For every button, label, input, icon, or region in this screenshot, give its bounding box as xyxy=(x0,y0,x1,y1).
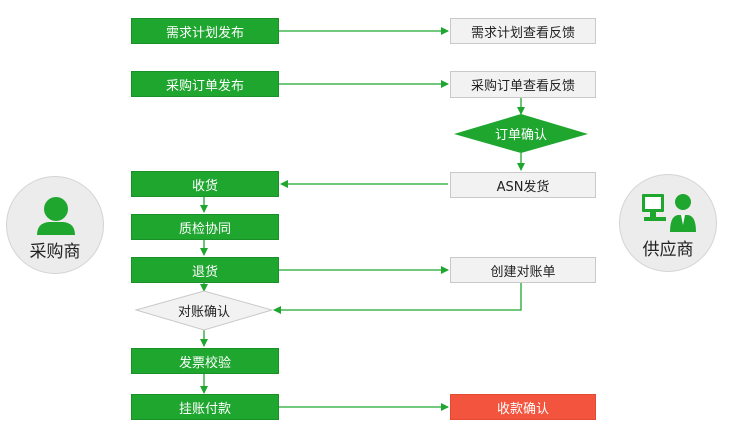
create-statement-node[interactable]: 创建对账单 xyxy=(450,257,596,283)
order-confirm-node[interactable]: 订单确认 xyxy=(454,114,588,153)
reconcile-confirm-label: 对账确认 xyxy=(177,305,230,320)
po-feedback-node[interactable]: 采购订单查看反馈 xyxy=(450,71,596,98)
reconcile-confirm-diamond xyxy=(134,290,274,331)
payment-confirm-label: 收款确认 xyxy=(496,401,549,417)
supplier-computer-icon xyxy=(642,194,696,232)
invoice-check-label: 发票校验 xyxy=(178,355,231,371)
order-confirm-diamond xyxy=(454,114,588,153)
po-feedback-label: 采购订单查看反馈 xyxy=(470,79,575,94)
return-label: 退货 xyxy=(191,264,218,280)
buyer-label: 采购商 xyxy=(29,242,81,262)
payment-confirm-node[interactable]: 收款确认 xyxy=(450,394,596,420)
demand-publish-node[interactable]: 需求计划发布 xyxy=(131,18,279,44)
asn-ship-label: ASN发货 xyxy=(496,179,550,195)
quality-label: 质检协同 xyxy=(178,221,231,237)
ap-payment-label: 挂账付款 xyxy=(178,401,231,417)
receive-label: 收货 xyxy=(191,178,218,194)
create-statement-label: 创建对账单 xyxy=(490,264,556,280)
supplier-label: 供应商 xyxy=(642,240,694,260)
demand-publish-label: 需求计划发布 xyxy=(165,25,244,41)
demand-feedback-label: 需求计划查看反馈 xyxy=(470,25,575,41)
arrow-statement-to-reconcile xyxy=(273,283,522,314)
order-confirm-label: 订单确认 xyxy=(494,128,547,143)
invoice-check-node[interactable]: 发票校验 xyxy=(131,348,279,374)
asn-ship-node[interactable]: ASN发货 xyxy=(450,172,596,198)
buyer-actor: 采购商 xyxy=(6,176,104,274)
supplier-actor: 供应商 xyxy=(619,174,717,272)
po-publish-label: 采购订单发布 xyxy=(165,78,244,94)
quality-node[interactable]: 质检协同 xyxy=(131,214,279,240)
ap-payment-node[interactable]: 挂账付款 xyxy=(131,394,279,420)
person-icon xyxy=(37,197,75,235)
reconcile-confirm-node[interactable]: 对账确认 xyxy=(136,291,272,330)
receive-node[interactable]: 收货 xyxy=(131,171,279,197)
return-node[interactable]: 退货 xyxy=(131,257,279,283)
po-publish-node[interactable]: 采购订单发布 xyxy=(131,71,279,97)
demand-feedback-node[interactable]: 需求计划查看反馈 xyxy=(450,18,596,44)
